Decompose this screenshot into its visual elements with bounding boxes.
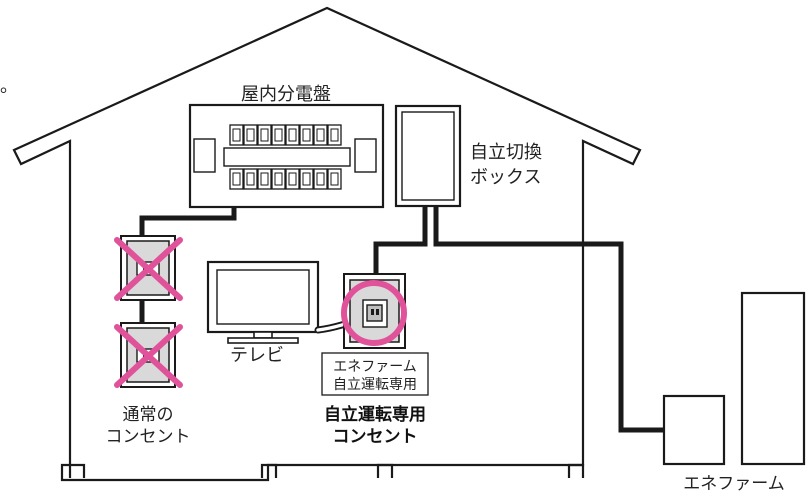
cropped-mark: 。: [0, 76, 18, 97]
enefarm-label: エネファーム: [683, 474, 785, 494]
dedicated-outlet-label-2: コンセント: [333, 427, 418, 447]
tv: [206, 260, 320, 344]
highlight-ring: [341, 280, 407, 346]
outlet-tag-line-1: エネファーム: [333, 359, 417, 375]
switch-box-label-1: 自立切換: [470, 142, 542, 163]
switch-box-label-2: ボックス: [470, 167, 541, 188]
distribution-panel: [188, 103, 385, 209]
panel-label: 屋内分電盤: [241, 84, 331, 105]
outlet-tag-line-2: 自立運転専用: [333, 377, 417, 393]
wiring: [139, 206, 664, 433]
floor-bumps: [68, 463, 585, 478]
enefarm-units: [662, 291, 806, 466]
cross-mark-lower: [114, 324, 183, 388]
outlet-tag-box: [321, 352, 429, 396]
normal-outlet-label-1: 通常の: [123, 405, 174, 425]
cross-mark-upper: [114, 237, 183, 301]
switch-box: [394, 104, 462, 208]
tv-label: テレビ: [230, 345, 284, 366]
normal-outlet-label-2: コンセント: [106, 427, 191, 447]
dedicated-outlet-label-1: 自立運転専用: [324, 404, 426, 425]
